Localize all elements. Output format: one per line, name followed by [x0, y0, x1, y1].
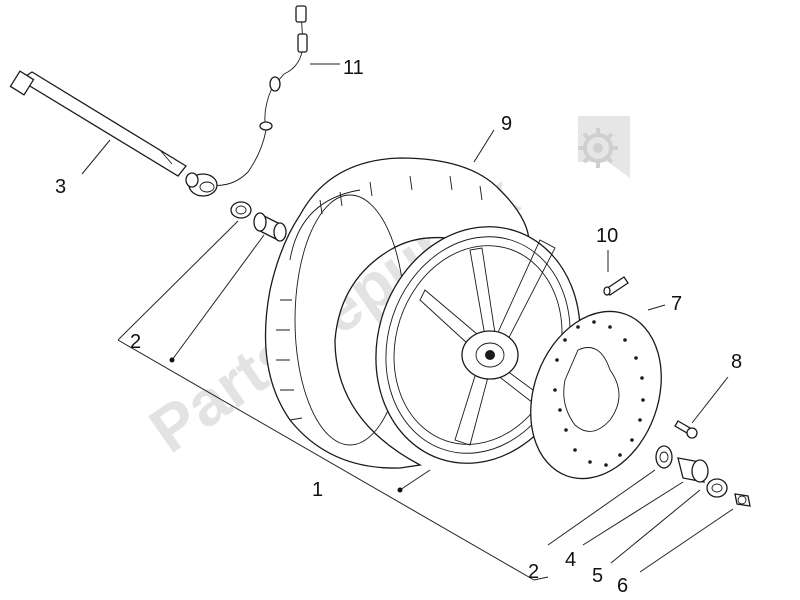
gear-icon [578, 116, 630, 178]
speedometer-cable [209, 5, 308, 186]
disc-screw [674, 420, 698, 439]
leader-lines [81, 63, 734, 581]
callout-5: 5 [592, 565, 603, 587]
bearing-and-spacer [230, 201, 287, 242]
callout-2-lower: 2 [528, 561, 539, 583]
callout-7: 7 [671, 293, 682, 315]
hub-parts [655, 445, 751, 507]
callout-2-upper: 2 [130, 331, 141, 353]
callout-10: 10 [596, 225, 618, 247]
callout-6: 6 [617, 575, 628, 597]
brake-disc [530, 310, 662, 480]
valve [603, 276, 629, 296]
callout-4: 4 [565, 549, 576, 571]
rim [375, 226, 581, 464]
callout-9: 9 [501, 113, 512, 135]
axle [9, 70, 187, 177]
callout-11: 11 [343, 57, 364, 79]
callout-1: 1 [312, 479, 323, 501]
callout-3: 3 [55, 176, 66, 198]
callouts: 1 2 2 3 4 5 6 7 8 9 10 11 [55, 57, 742, 597]
speedometer-drive [185, 172, 218, 197]
callout-8: 8 [731, 351, 742, 373]
